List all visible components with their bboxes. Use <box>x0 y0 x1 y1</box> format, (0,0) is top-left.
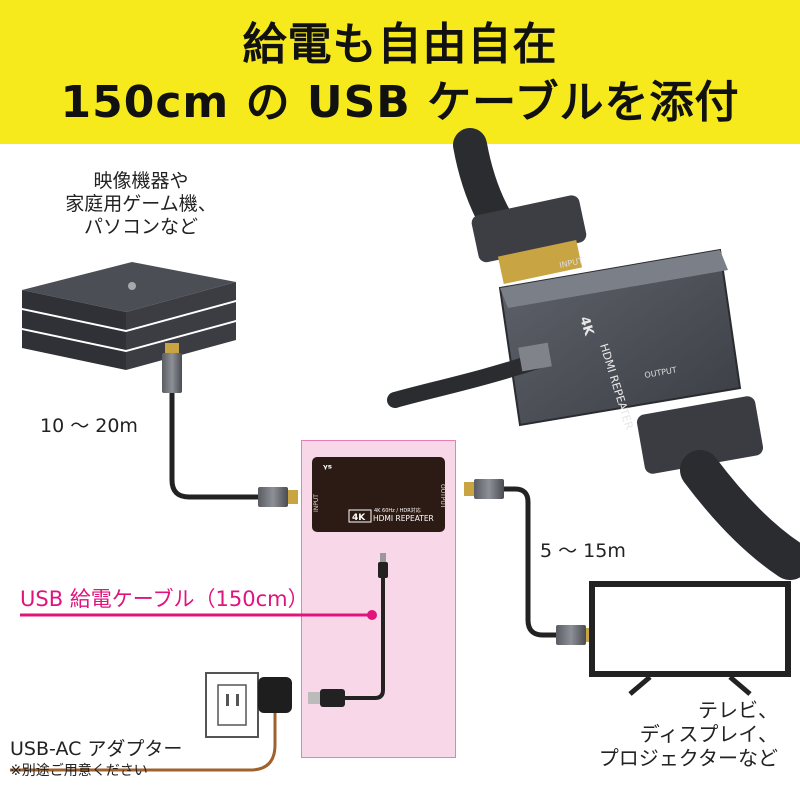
wall-outlet-icon <box>205 672 259 738</box>
adapter-label: USB-AC アダプター <box>10 738 183 760</box>
repeater-input-text: INPUT <box>313 494 320 512</box>
repeater-spec-text: 4K 60Hz / HDR対応 <box>374 507 421 514</box>
photo-device-badge: 4K <box>576 315 596 339</box>
adapter-note: ※別途ご用意ください <box>10 763 148 779</box>
repeater-4k-badge: 4K <box>352 513 366 523</box>
hdmi-repeater-device: ᵞˢ 4K 4K 60Hz / HDR対応 HDMI REPEATER INPU… <box>312 457 446 532</box>
usb-power-cable <box>308 553 388 707</box>
repeater-photo: HDMI REPEATER 4K OUTPUT INPUT <box>387 128 800 580</box>
banner-title-line1: 給電も自由自在 <box>242 19 558 70</box>
input-hdmi-cable <box>162 343 298 507</box>
repeater-brand-logo: ᵞˢ <box>323 462 332 475</box>
usb-cable-label: USB 給電ケーブル（150cm） <box>20 587 309 611</box>
source-label-line3: パソコンなど <box>83 216 198 238</box>
display-label-line2: ディスプレイ、 <box>639 722 778 746</box>
repeater-output-text: OUTPUT <box>439 484 446 509</box>
source-label-line2: 家庭用ゲーム機、 <box>65 193 217 215</box>
game-console-icon <box>22 262 236 370</box>
tv-icon <box>589 581 791 696</box>
display-label-line1: テレビ、 <box>698 698 778 722</box>
display-label-line3: プロジェクターなど <box>598 746 778 770</box>
usb-label-pointer-dot <box>367 610 377 620</box>
source-label-line1: 映像機器や <box>93 170 189 192</box>
banner-title-line2: 150cm の USB ケーブルを添付 <box>60 77 740 128</box>
source-device-label: 映像機器や 家庭用ゲーム機、 パソコンなど <box>36 170 246 239</box>
input-distance-label: 10 ～ 20m <box>40 415 138 437</box>
output-hdmi-cable <box>464 479 596 645</box>
usb-ac-adapter-icon <box>10 677 292 772</box>
repeater-name-text: HDMI REPEATER <box>373 514 434 523</box>
output-distance-label: 5 ～ 15m <box>540 540 626 562</box>
display-device-label: テレビ、 ディスプレイ、 プロジェクターなど <box>570 698 778 770</box>
header-banner: 給電も自由自在 150cm の USB ケーブルを添付 <box>0 0 800 144</box>
